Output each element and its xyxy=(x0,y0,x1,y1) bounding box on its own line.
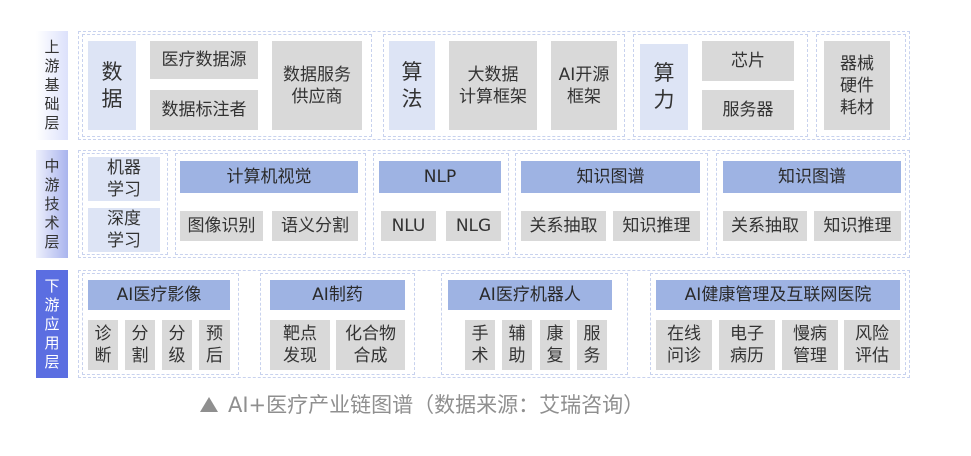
downstream-imaging-item: 预 后 xyxy=(199,320,230,370)
downstream-robot-item: 服 务 xyxy=(577,320,607,370)
midstream-ml-item: 机器 学习 xyxy=(88,157,160,201)
midstream-cv-title: 计算机视觉 xyxy=(180,161,358,193)
upstream-algorithm-title: 算 法 xyxy=(389,41,435,130)
upstream-compute-title: 算 力 xyxy=(640,44,688,130)
triangle-icon xyxy=(200,396,218,412)
midstream-band xyxy=(78,150,910,258)
downstream-imaging-group xyxy=(82,273,239,375)
upstream-algorithm-item: 大数据 计算框架 xyxy=(449,41,537,130)
downstream-health-title: AI健康管理及互联网医院 xyxy=(656,280,900,310)
midstream-cv-item: 图像识别 xyxy=(180,211,263,241)
caption-text: AI+医疗产业链图谱（数据来源：艾瑞咨询） xyxy=(228,393,645,417)
midstream-ml-item: 深度 学习 xyxy=(88,208,160,252)
downstream-robot-item: 辅 助 xyxy=(502,320,532,370)
upstream-compute-item: 服务器 xyxy=(702,90,794,130)
downstream-health-item: 在线 问诊 xyxy=(656,320,712,370)
midstream-kg1-item: 知识推理 xyxy=(613,211,700,241)
upstream-algorithm-item: AI开源 框架 xyxy=(551,41,617,130)
upstream-compute-group xyxy=(633,34,808,137)
downstream-health-item: 风险 评估 xyxy=(844,320,900,370)
midstream-kg2-item: 知识推理 xyxy=(814,211,901,241)
midstream-kg1-item: 关系抽取 xyxy=(521,211,606,241)
downstream-pharma-group xyxy=(260,273,415,375)
downstream-imaging-item: 分 级 xyxy=(162,320,192,370)
upstream-data-item: 数据服务 供应商 xyxy=(272,41,362,130)
downstream-robot-item: 康 复 xyxy=(540,320,570,370)
upstream-hardware-group xyxy=(816,34,906,137)
downstream-imaging-item: 分 割 xyxy=(125,320,155,370)
midstream-cv-group xyxy=(175,153,366,255)
midstream-nlp-group xyxy=(373,153,509,255)
downstream-band xyxy=(78,270,910,378)
layer-label-downstream: 下 游 应 用 层 xyxy=(36,270,68,378)
upstream-data-item: 医疗数据源 xyxy=(150,41,258,79)
midstream-kg2-group xyxy=(716,153,906,255)
downstream-robot-group xyxy=(441,273,628,375)
upstream-data-item: 数据标注者 xyxy=(150,90,258,130)
downstream-pharma-item: 化合物 合成 xyxy=(336,320,405,370)
midstream-nlp-item: NLU xyxy=(381,211,436,241)
upstream-data-title: 数 据 xyxy=(88,41,136,130)
downstream-robot-title: AI医疗机器人 xyxy=(448,280,612,310)
midstream-kg2-item: 关系抽取 xyxy=(723,211,807,241)
downstream-robot-item: 手 术 xyxy=(465,320,495,370)
upstream-hardware-box: 器械 硬件 耗材 xyxy=(824,41,890,130)
downstream-health-group xyxy=(650,273,906,375)
midstream-nlp-item: NLG xyxy=(446,211,501,241)
midstream-kg2-title: 知识图谱 xyxy=(723,161,901,193)
downstream-imaging-item: 诊 断 xyxy=(88,320,118,370)
midstream-ml-group xyxy=(82,153,168,255)
downstream-pharma-item: 靶点 发现 xyxy=(270,320,330,370)
layer-label-upstream: 上 游 基 础 层 xyxy=(36,31,68,140)
upstream-compute-item: 芯片 xyxy=(702,41,794,81)
figure-caption: AI+医疗产业链图谱（数据来源：艾瑞咨询） xyxy=(200,388,760,420)
layer-label-midstream: 中 游 技 术 层 xyxy=(36,150,68,258)
midstream-cv-item: 语义分割 xyxy=(272,211,358,241)
downstream-health-item: 电子 病历 xyxy=(719,320,775,370)
midstream-kg1-title: 知识图谱 xyxy=(521,161,700,193)
upstream-band xyxy=(78,31,910,140)
midstream-nlp-title: NLP xyxy=(379,161,501,193)
upstream-algorithm-group xyxy=(383,34,625,137)
upstream-data-group xyxy=(82,34,372,137)
downstream-health-item: 慢病 管理 xyxy=(782,320,838,370)
downstream-imaging-title: AI医疗影像 xyxy=(88,280,230,310)
downstream-pharma-title: AI制药 xyxy=(270,280,405,310)
midstream-kg1-group xyxy=(515,153,708,255)
